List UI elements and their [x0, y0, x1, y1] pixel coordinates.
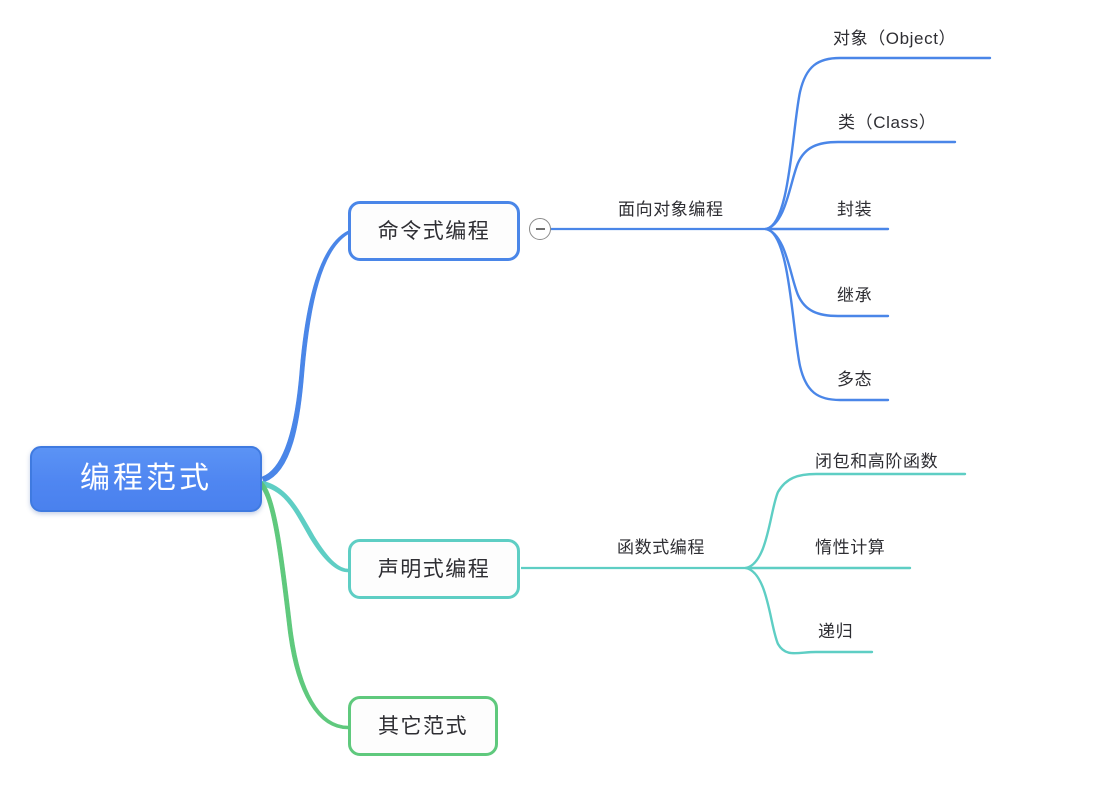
node-functional[interactable]: 函数式编程: [617, 538, 705, 557]
root-node[interactable]: 编程范式: [30, 446, 262, 512]
leaf-polymorphism[interactable]: 多态: [837, 370, 873, 389]
leaf-encapsulation[interactable]: 封装: [837, 200, 873, 219]
edge-functional-to-recursion: [744, 566, 874, 655]
edge-oop-to-object: [764, 56, 992, 231]
branch-node-other[interactable]: 其它范式: [348, 696, 498, 756]
leaf-recursion[interactable]: 递归: [818, 622, 854, 641]
edge-oop-to-inheritance: [764, 227, 890, 318]
leaf-inheritance[interactable]: 继承: [837, 286, 873, 305]
leaf-closures-hof[interactable]: 闭包和高阶函数: [815, 452, 939, 471]
edge-root-to-imperative: [261, 230, 349, 483]
edge-functional-to-closures: [744, 472, 967, 570]
leaf-class[interactable]: 类（Class）: [838, 113, 937, 132]
minus-circle-icon[interactable]: [529, 218, 551, 240]
branch-node-declarative[interactable]: 声明式编程: [348, 539, 520, 599]
branch-node-other-label: 其它范式: [378, 714, 468, 738]
branch-node-declarative-label: 声明式编程: [377, 557, 491, 581]
leaf-lazy-evaluation[interactable]: 惰性计算: [815, 538, 886, 557]
edge-oop-to-class: [764, 140, 957, 231]
branch-node-imperative-label: 命令式编程: [377, 219, 491, 243]
leaf-object[interactable]: 对象（Object）: [833, 29, 957, 48]
node-oop[interactable]: 面向对象编程: [618, 200, 724, 219]
root-node-label: 编程范式: [80, 462, 212, 495]
branch-node-imperative[interactable]: 命令式编程: [348, 201, 520, 261]
edge-oop-to-polymorphism: [764, 227, 890, 402]
minus-glyph: [535, 228, 545, 230]
